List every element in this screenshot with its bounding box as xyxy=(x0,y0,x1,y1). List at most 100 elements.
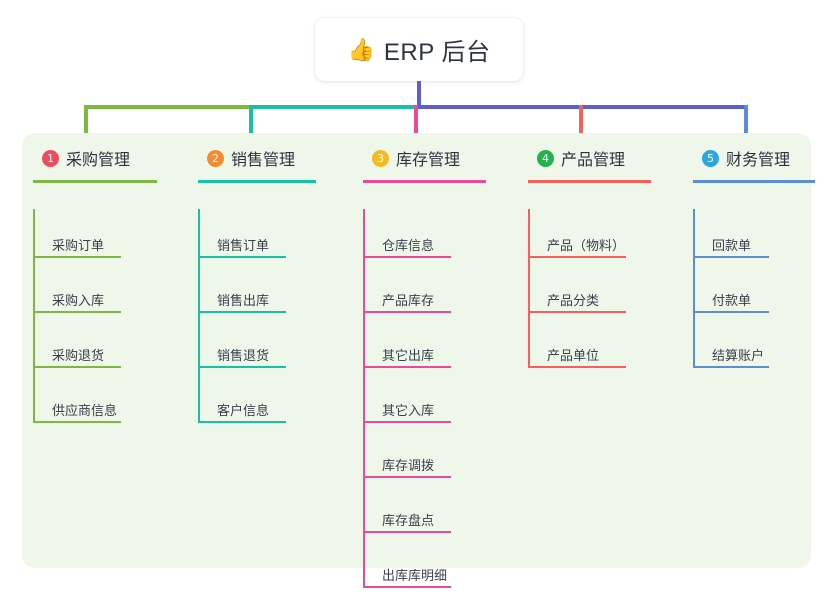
branch-item-rule xyxy=(363,311,451,313)
branch-spine-1 xyxy=(33,209,35,423)
branch-header-3[interactable]: 3 库存管理 xyxy=(352,145,517,171)
branch-item-label: 其它出库 xyxy=(382,348,435,363)
branch-item[interactable]: 采购退货 xyxy=(22,319,187,374)
branch-item-label: 库存调拨 xyxy=(382,458,435,473)
root-node-card[interactable]: 👍 ERP 后台 xyxy=(315,18,523,81)
branch-item-rule xyxy=(363,586,451,588)
branch-item-label: 供应商信息 xyxy=(52,403,118,418)
branch-item-label: 销售退货 xyxy=(217,348,270,363)
branch-item[interactable]: 库存调拨 xyxy=(352,429,517,484)
branch-item[interactable]: 产品单位 xyxy=(517,319,682,374)
branch-item-rule xyxy=(363,476,451,478)
branch-items-1: 采购订单采购入库采购退货供应商信息 xyxy=(22,171,187,429)
branch-title-4: 产品管理 xyxy=(561,152,626,169)
branch-spine-5 xyxy=(693,209,695,368)
branch-item-label: 客户信息 xyxy=(217,403,270,418)
branch-items-5: 回款单付款单结算账户 xyxy=(682,171,811,374)
root-node-title: ERP 后台 xyxy=(383,39,491,66)
branch-badge-2: 2 xyxy=(207,149,224,167)
branch-item[interactable]: 付款单 xyxy=(682,264,811,319)
branch-column-4: 4 产品管理产品（物料） 产品分类产品单位 xyxy=(517,145,682,374)
branch-column-3: 3 库存管理仓库信息产品库存其它出库其它入库库存调拨库存盘点出库库明细 xyxy=(352,145,517,594)
branch-item-rule xyxy=(693,256,769,258)
branch-item-rule xyxy=(33,311,121,313)
branch-header-rule-5 xyxy=(693,180,815,183)
branch-item[interactable]: 供应商信息 xyxy=(22,374,187,429)
branch-items-2: 销售订单销售出库销售退货客户信息 xyxy=(187,171,352,429)
branch-item[interactable]: 销售退货 xyxy=(187,319,352,374)
branch-header-4[interactable]: 4 产品管理 xyxy=(517,145,682,171)
branch-badge-1: 1 xyxy=(42,149,59,167)
branch-badge-3: 3 xyxy=(372,149,389,167)
branch-item[interactable]: 采购入库 xyxy=(22,264,187,319)
branch-item-label: 产品单位 xyxy=(547,348,600,363)
branch-item[interactable]: 采购订单 xyxy=(22,209,187,264)
branch-header-2[interactable]: 2 销售管理 xyxy=(187,145,352,171)
branch-item-rule xyxy=(528,366,626,368)
branch-item-rule xyxy=(363,421,451,423)
branch-items-3: 仓库信息产品库存其它出库其它入库库存调拨库存盘点出库库明细 xyxy=(352,171,517,594)
branch-item[interactable]: 销售出库 xyxy=(187,264,352,319)
branch-title-2: 销售管理 xyxy=(231,152,296,169)
branch-item-rule xyxy=(33,421,121,423)
connector-hbar-3 xyxy=(414,105,579,109)
branch-item-rule xyxy=(363,256,451,258)
connector-drop-3 xyxy=(414,105,418,145)
branch-item-label: 采购订单 xyxy=(52,238,105,253)
branch-item-label: 回款单 xyxy=(712,238,752,253)
connector-hbar-1 xyxy=(84,105,249,109)
branch-item-label: 结算账户 xyxy=(712,348,765,363)
branch-item-label: 销售订单 xyxy=(217,238,270,253)
branch-item[interactable]: 其它入库 xyxy=(352,374,517,429)
branch-item-rule xyxy=(198,311,286,313)
branch-item-label: 付款单 xyxy=(712,293,752,308)
branch-spine-2 xyxy=(198,209,200,423)
branch-item[interactable]: 产品库存 xyxy=(352,264,517,319)
connector-hbar-4 xyxy=(579,105,744,109)
branch-item[interactable]: 产品（物料） xyxy=(517,209,682,264)
connector-drop-5 xyxy=(744,105,748,145)
branch-item-label: 其它入库 xyxy=(382,403,435,418)
branch-spine-4 xyxy=(528,209,530,368)
branch-item[interactable]: 结算账户 xyxy=(682,319,811,374)
branch-item-label: 产品（物料） xyxy=(547,238,626,253)
branch-item-rule xyxy=(693,311,769,313)
connector-hbar-2 xyxy=(249,105,414,109)
branch-item[interactable]: 其它出库 xyxy=(352,319,517,374)
branch-item-rule xyxy=(693,366,769,368)
branch-item-label: 出库库明细 xyxy=(382,568,448,583)
connector-drop-2 xyxy=(249,105,253,145)
branch-title-3: 库存管理 xyxy=(396,152,461,169)
branch-item[interactable]: 销售订单 xyxy=(187,209,352,264)
branch-item-rule xyxy=(198,366,286,368)
branch-header-rule-3 xyxy=(363,180,486,183)
branch-item[interactable]: 出库库明细 xyxy=(352,539,517,594)
root-stem-line xyxy=(417,81,421,107)
branch-item-label: 库存盘点 xyxy=(382,513,435,528)
thumbs-up-icon: 👍 xyxy=(347,36,375,62)
branch-header-rule-4 xyxy=(528,180,651,183)
branch-item[interactable]: 客户信息 xyxy=(187,374,352,429)
branch-items-4: 产品（物料） 产品分类产品单位 xyxy=(517,171,682,374)
branch-item-label: 采购退货 xyxy=(52,348,105,363)
branch-item-rule xyxy=(363,366,451,368)
branch-item-rule xyxy=(198,421,286,423)
branch-badge-4: 4 xyxy=(537,149,554,167)
branch-item[interactable]: 仓库信息 xyxy=(352,209,517,264)
branch-item[interactable]: 产品分类 xyxy=(517,264,682,319)
branch-item-rule xyxy=(198,256,286,258)
branch-header-rule-2 xyxy=(198,180,316,183)
connector-drop-1 xyxy=(84,105,88,145)
branch-item-label: 销售出库 xyxy=(217,293,270,308)
branch-item[interactable]: 回款单 xyxy=(682,209,811,264)
branch-item-rule xyxy=(33,366,121,368)
branch-item-rule xyxy=(528,311,626,313)
branch-item-rule xyxy=(363,531,451,533)
branch-item[interactable]: 库存盘点 xyxy=(352,484,517,539)
